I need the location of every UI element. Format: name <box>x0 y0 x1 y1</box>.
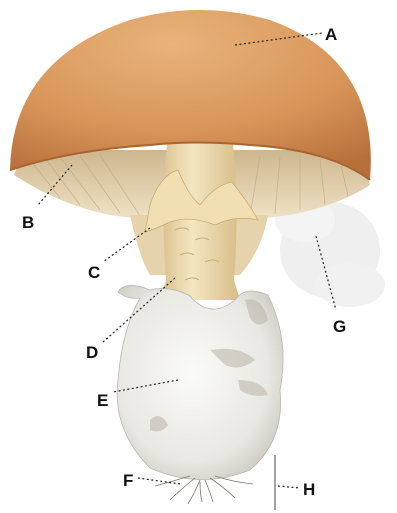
label-g: G <box>333 317 346 336</box>
label-e: E <box>97 391 108 410</box>
label-a: A <box>325 25 337 44</box>
mycelium <box>155 476 253 504</box>
label-d: D <box>86 343 98 362</box>
label-c: C <box>88 263 100 282</box>
label-f: F <box>123 471 133 490</box>
label-b: B <box>22 213 34 232</box>
label-h: H <box>303 480 315 499</box>
leader-h <box>278 486 300 488</box>
